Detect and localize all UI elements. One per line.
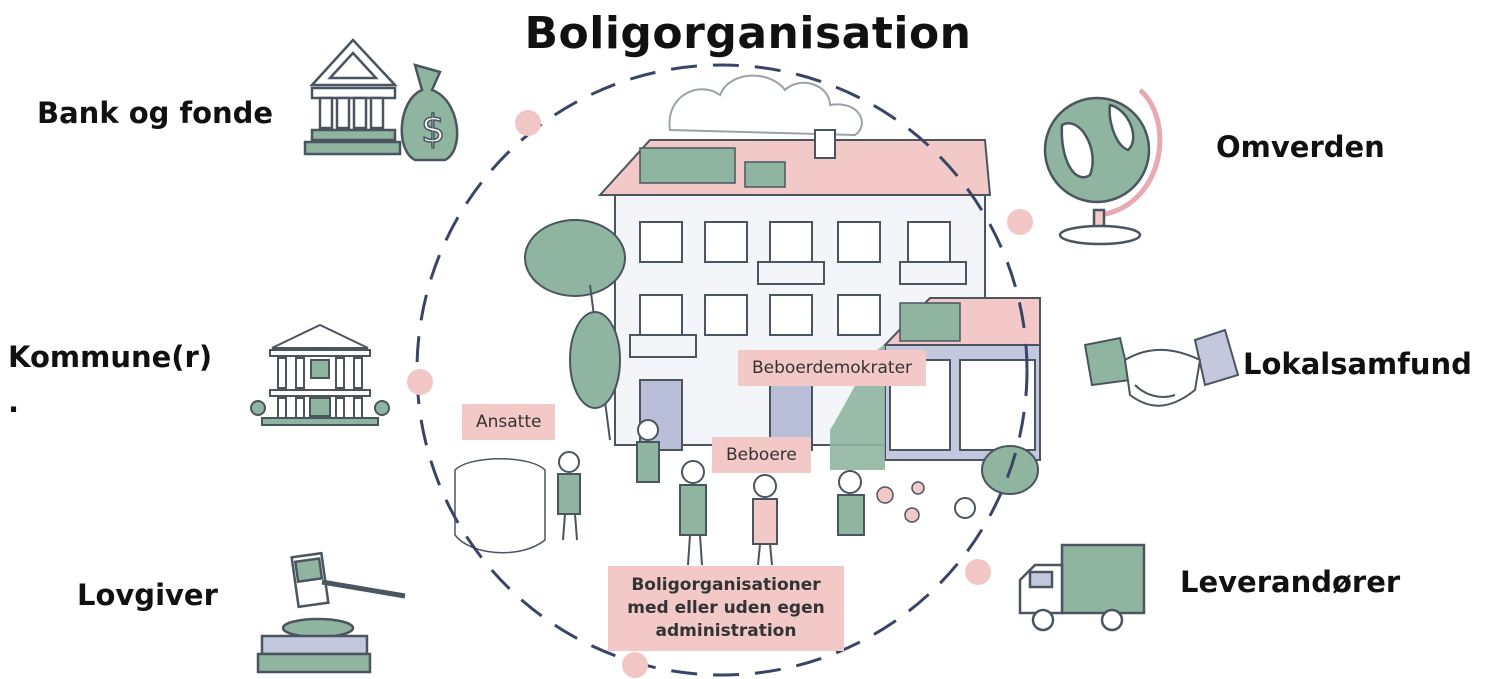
- label-lokalsamfund: Lokalsamfund: [1243, 347, 1472, 381]
- tag-ansatte: Ansatte: [462, 404, 556, 440]
- globe-icon: [1043, 88, 1163, 246]
- circle-dots: [407, 110, 1033, 678]
- label-bank-og-fonde: Bank og fonde: [37, 96, 274, 130]
- town-hall-icon: [250, 323, 390, 426]
- svg-text:$: $: [421, 107, 445, 151]
- label-kommune: Kommune(r): [8, 340, 213, 374]
- housing-illustration: [454, 74, 1041, 566]
- tag-boligorganisationer-line1: Boligorganisationer: [631, 575, 821, 595]
- tag-boligorganisationer-line3: administration: [655, 621, 797, 641]
- gavel-icon: [256, 551, 406, 674]
- diagram-title: Boligorganisation: [524, 8, 972, 59]
- label-leverandoerer: Leverandører: [1180, 565, 1401, 599]
- label-kommune-dot: .: [8, 385, 20, 419]
- tag-beboere: Beboere: [712, 437, 811, 473]
- truck-icon: [1018, 543, 1146, 632]
- label-lovgiver: Lovgiver: [77, 578, 218, 612]
- tag-beboerdemokrater: Beboerdemokrater: [738, 350, 927, 386]
- handshake-icon: [1083, 328, 1240, 407]
- label-omverden: Omverden: [1216, 130, 1385, 164]
- money-bag-icon: $: [400, 63, 459, 162]
- tag-boligorganisationer: Boligorganisationer med eller uden egen …: [608, 566, 844, 651]
- tag-boligorganisationer-line2: med eller uden egen: [627, 598, 825, 618]
- bank-icon: [303, 38, 402, 156]
- dashed-circle: [415, 63, 1029, 677]
